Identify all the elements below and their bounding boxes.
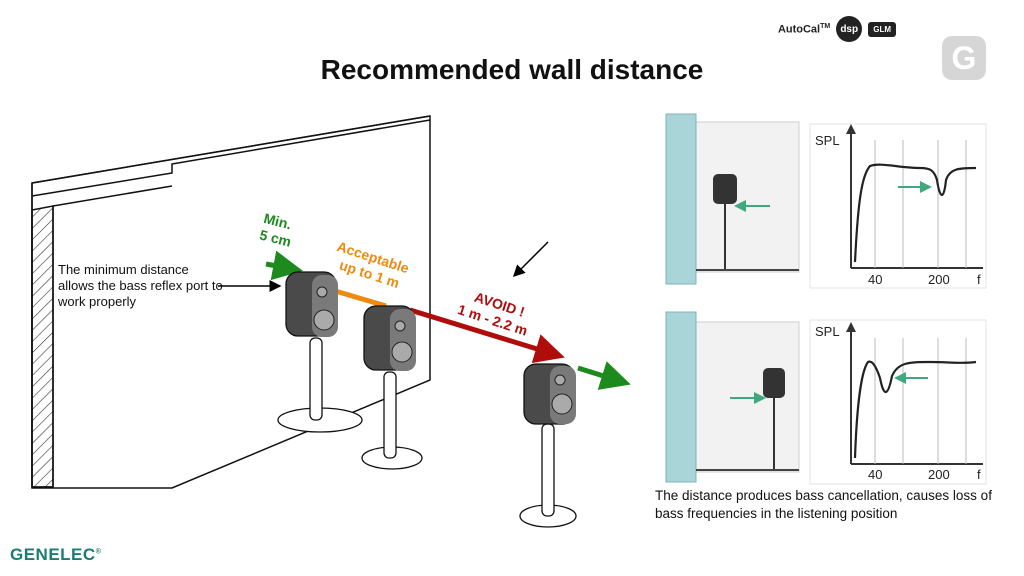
room-panel-bottom: [665, 311, 800, 483]
spl-graph-top: [809, 123, 987, 289]
bass-cancellation-note: The distance produces bass cancellation,…: [655, 488, 992, 521]
minimum-distance-note: The minimum distance allows the bass ref…: [58, 262, 223, 309]
speaker-acceptable: [361, 305, 423, 470]
tick-40-top: 40: [868, 272, 883, 287]
spl-axis-label-top: SPL: [815, 133, 840, 148]
tick-200-top: 200: [928, 272, 950, 287]
response-curve-bottom: [853, 360, 977, 459]
top-logos: AutoCalTM dsp GLM: [778, 14, 896, 44]
tick-200-bottom: 200: [928, 467, 950, 482]
response-curve-top: [853, 163, 977, 263]
room-panel-top: [665, 113, 800, 285]
page-title: Recommended wall distance: [320, 54, 704, 85]
spl-axis-label-bottom: SPL: [815, 324, 840, 339]
beyond-distance-arrow: [577, 361, 631, 390]
glm-logo: GLM: [868, 21, 896, 37]
min-distance-arrow: [265, 250, 303, 281]
speaker-avoid: [519, 363, 577, 528]
spl-graph-bottom: [809, 319, 987, 485]
genelec-logo: GENELEC®: [10, 545, 102, 564]
f-axis-label-top: f: [977, 272, 981, 287]
dsp-logo: dsp: [836, 16, 863, 42]
speaker-near-wall: [277, 271, 363, 433]
wall: [31, 115, 431, 489]
pointer-arrow: [512, 241, 549, 278]
genelec-g-logo: G: [942, 36, 986, 80]
avoid-distance-arrow: [409, 307, 565, 364]
tick-40-bottom: 40: [868, 467, 883, 482]
f-axis-label-bottom: f: [977, 467, 981, 482]
autocal-logo: AutoCalTM: [777, 22, 831, 36]
